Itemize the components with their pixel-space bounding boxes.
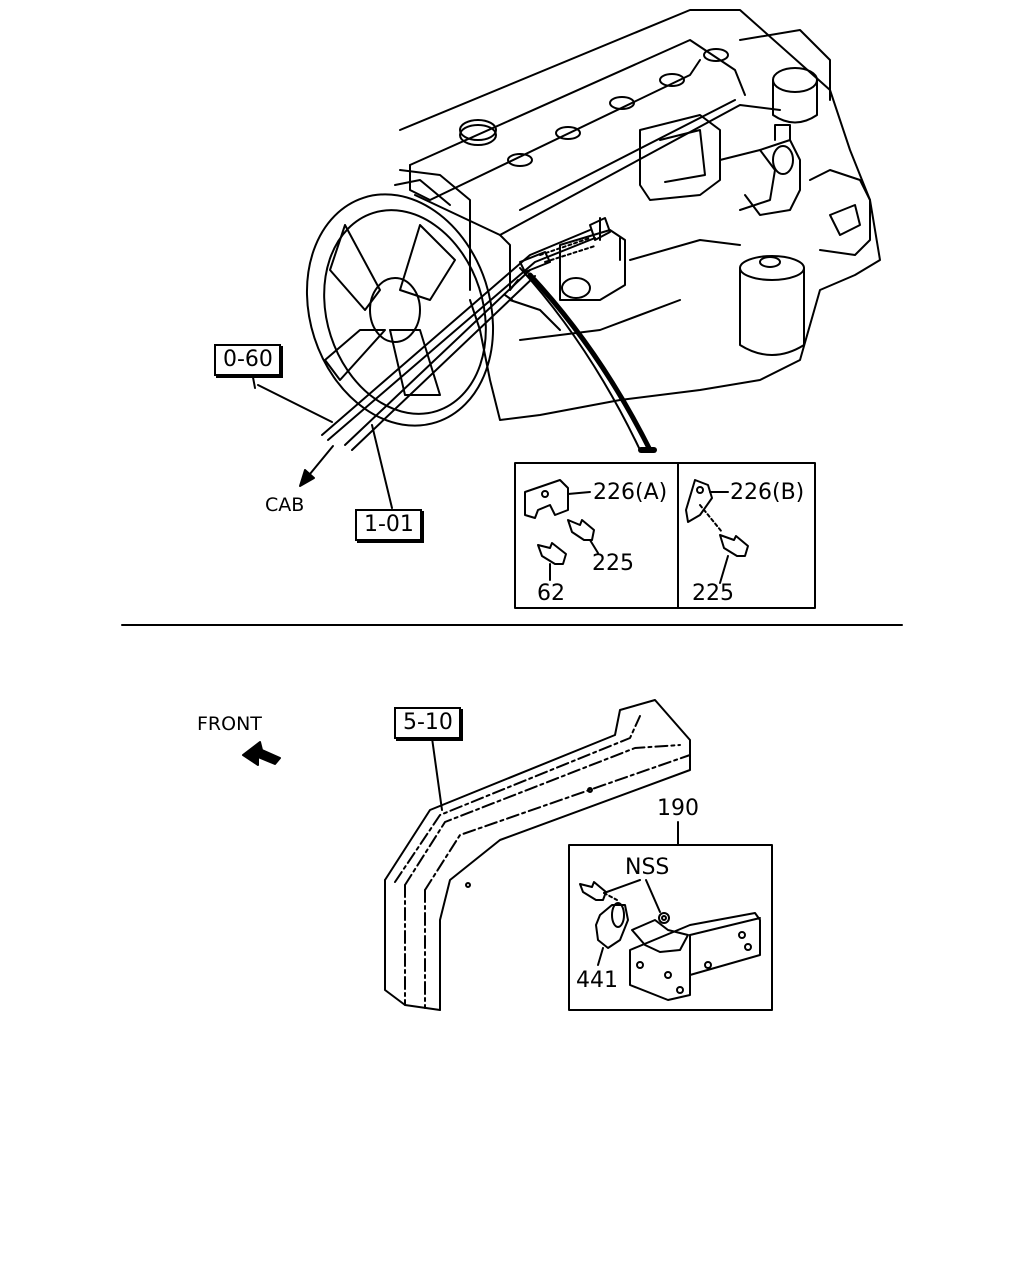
front-label: FRONT (197, 713, 262, 735)
ref-5-10-leader (431, 737, 443, 811)
ref-0-60-leader (257, 384, 333, 423)
cab-direction-arrow (299, 445, 334, 487)
detail-box-190 (568, 844, 773, 1011)
frame-rail (384, 699, 691, 1011)
part-226a-label: 226(A) (593, 480, 668, 505)
throttle-cable (321, 217, 657, 453)
part-226b-label: 226(B) (730, 480, 805, 505)
engine-illustration (305, 9, 881, 427)
ref-5-10-label: 5-10 (394, 707, 461, 739)
cab-label: CAB (265, 494, 305, 516)
ref-1-01-label: 1-01 (355, 509, 422, 541)
nss-label: NSS (625, 855, 670, 880)
ref-0-60-label: 0-60 (214, 344, 281, 376)
front-arrow (242, 741, 281, 766)
detail-box-226 (514, 462, 816, 609)
part-190-label: 190 (657, 796, 699, 821)
part-441-label: 441 (576, 968, 618, 993)
ref-1-01-leader (371, 424, 393, 509)
part-225-right-label: 225 (692, 581, 734, 606)
part-225-left-label: 225 (592, 551, 634, 576)
part-62-label: 62 (537, 581, 565, 606)
